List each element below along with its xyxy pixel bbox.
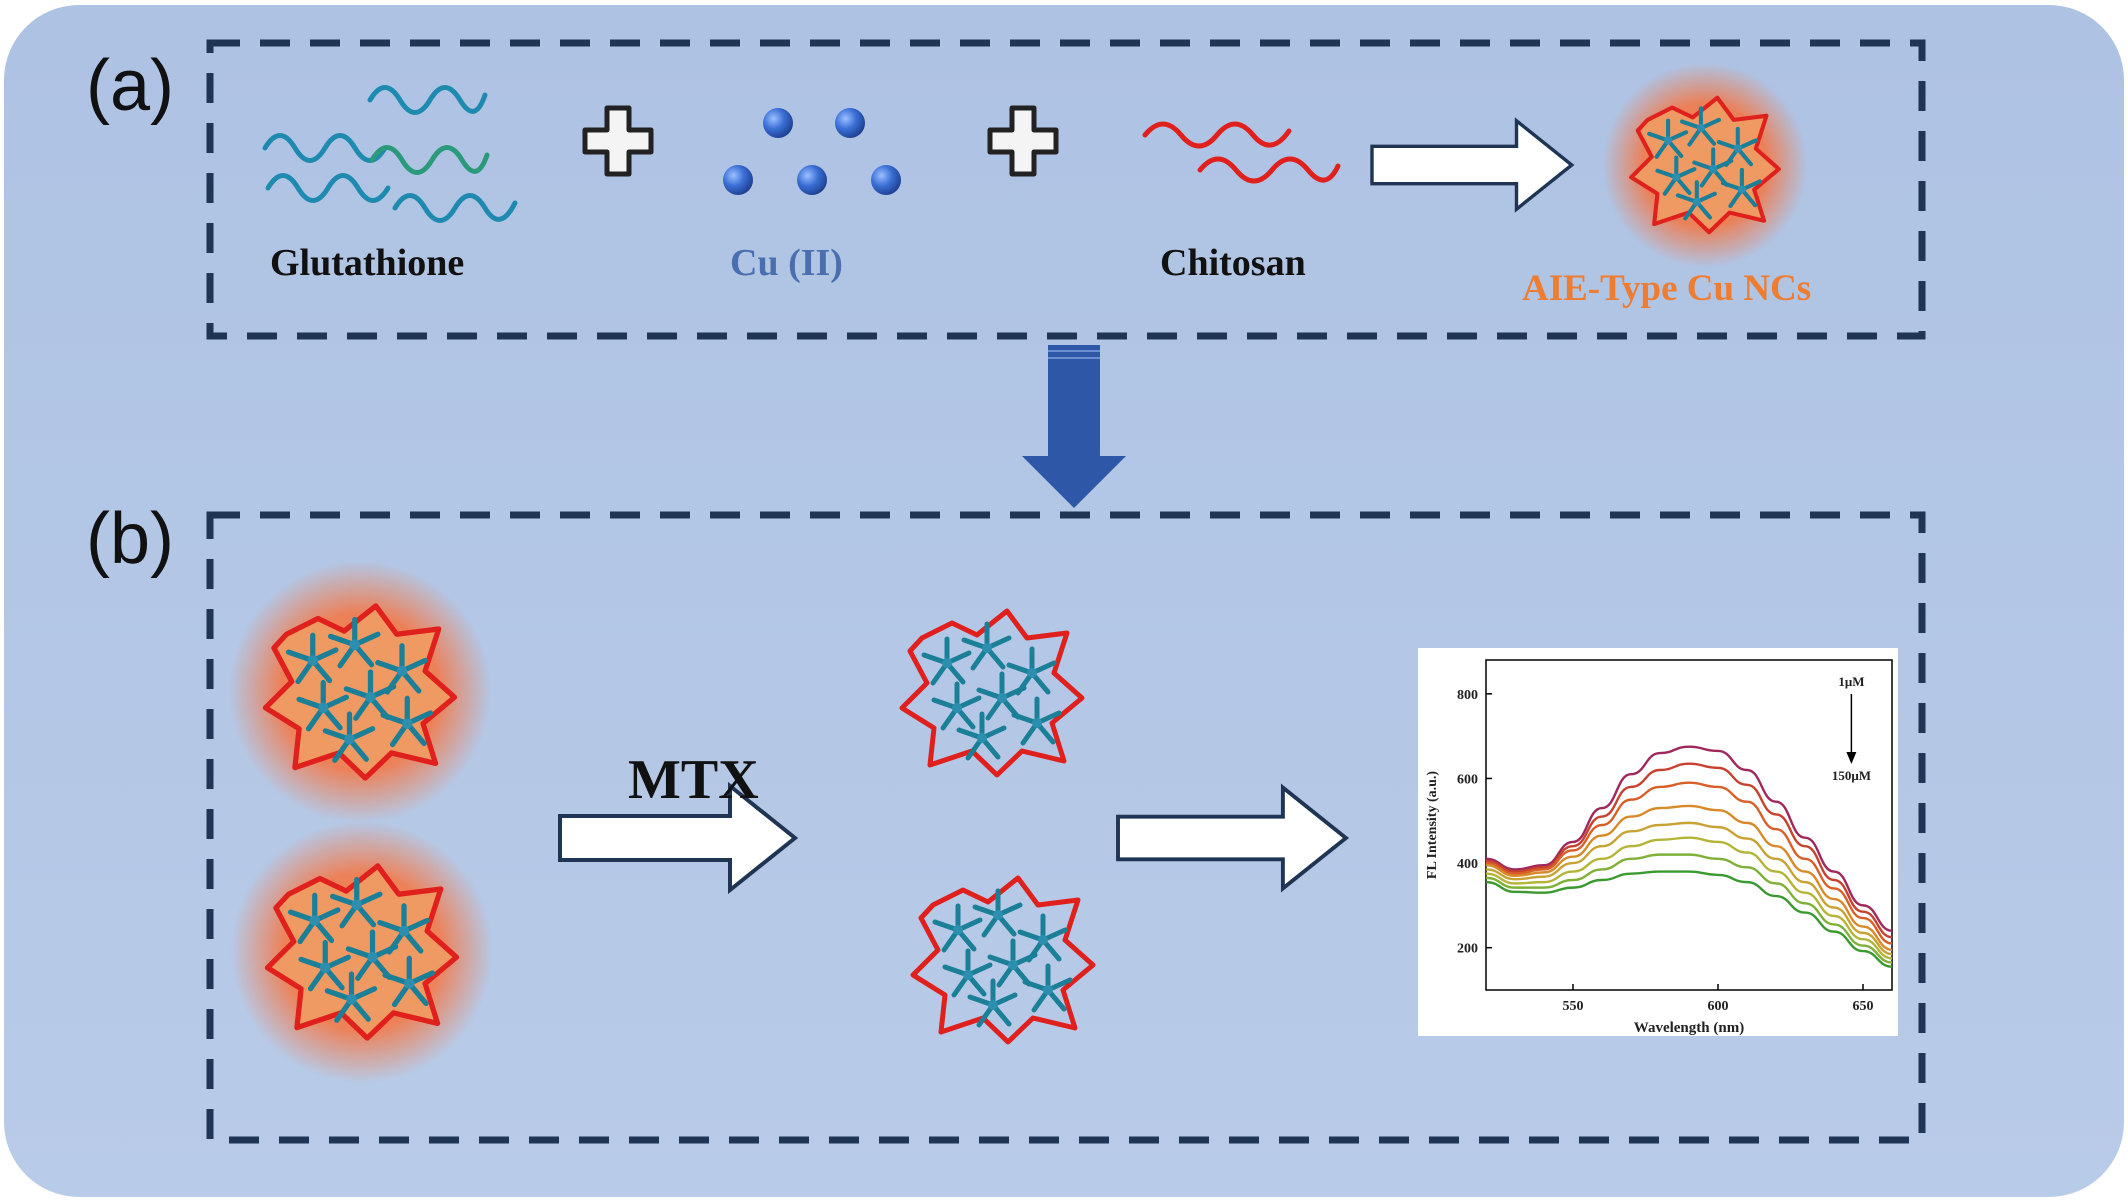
x-tick-label: 600 (1708, 999, 1729, 1014)
cu-nanocluster-icon (1602, 62, 1808, 268)
cu-nanocluster-icon (230, 820, 494, 1084)
series-line-5 (1485, 821, 1893, 956)
plot-frame (1485, 659, 1893, 991)
y-tick-label: 600 (1457, 772, 1478, 787)
copper-spheres-icon (723, 108, 901, 195)
mtx-label: MTX (628, 749, 759, 811)
series-line-3 (1485, 781, 1893, 945)
annotation-bottom: 150μM (1832, 768, 1871, 783)
panel-label-a: (a) (86, 46, 174, 126)
copper-label: Cu (II) (730, 242, 843, 284)
annotation-arrow-head (1846, 752, 1857, 764)
x-tick-label: 650 (1853, 999, 1874, 1014)
annotation-top: 1μM (1838, 674, 1864, 689)
y-tick-label: 800 (1457, 688, 1478, 703)
series-line-8 (1485, 870, 1893, 968)
plus-icon (987, 105, 1059, 177)
y-axis-label: FL Intensity (a.u.) (1425, 771, 1440, 879)
series-line-7 (1485, 853, 1893, 964)
glutathione-label: Glutathione (270, 242, 465, 284)
panel-a-dashed-border (206, 39, 1926, 340)
chitosan-label: Chitosan (1160, 242, 1306, 284)
plus-icon (582, 105, 654, 177)
series-line-2 (1485, 762, 1893, 939)
y-tick-label: 200 (1457, 942, 1478, 957)
chitosan-icon (1142, 121, 1341, 184)
series-line-1 (1485, 745, 1893, 932)
cu-nanocluster-icon (228, 560, 492, 824)
glutathione-icon (262, 85, 518, 223)
x-tick-label: 550 (1563, 999, 1584, 1014)
y-tick-label: 400 (1457, 857, 1478, 872)
product-label: AIE-Type Cu NCs (1522, 268, 1812, 309)
block-arrow-down-icon (1022, 345, 1126, 508)
panel-b-dashed-border (206, 511, 1926, 1144)
series-line-6 (1485, 836, 1893, 960)
panel-label-b: (b) (86, 499, 174, 579)
x-axis-label: Wavelength (nm) (1634, 1020, 1744, 1036)
series-line-4 (1485, 804, 1893, 952)
